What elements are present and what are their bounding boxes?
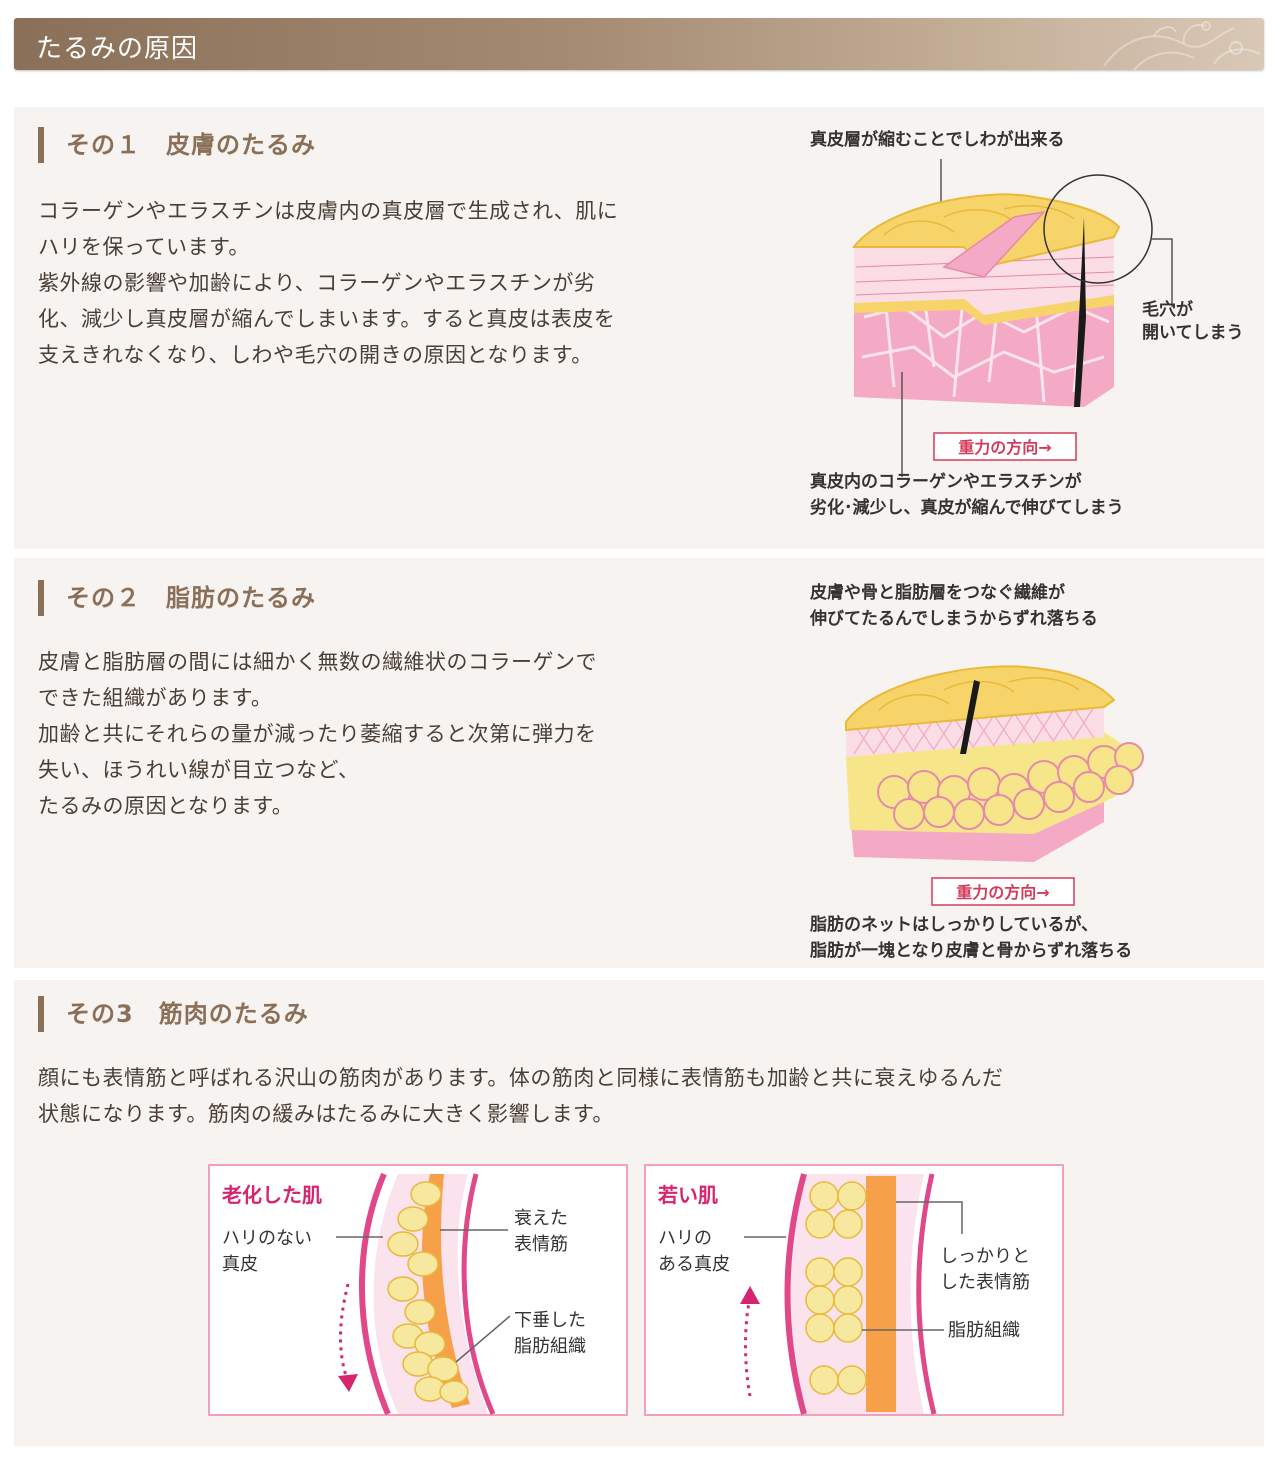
label-muscle: しっかりと: [940, 1246, 1030, 1267]
skin-surface: [851, 193, 1121, 269]
young-skin-card: 若い肌 ハリの ある真皮 しっかりと した表情筋 脂肪組織: [644, 1164, 1064, 1416]
section-body: コラーゲンやエラスチンは皮膚内の真皮層で生成され、肌に ハリを保っています。 紫…: [38, 199, 619, 367]
floral-ornament-icon: [1103, 21, 1261, 70]
label-fiber: 皮膚や骨と脂肪層をつなぐ繊維が: [810, 582, 1065, 603]
hair-icon: [1074, 217, 1086, 407]
section-body: 皮膚と脂肪層の間には細かく無数の繊維状のコラーゲンで できた組織があります。 加…: [38, 650, 597, 818]
fat-diagram: 皮膚や骨と脂肪層をつなぐ繊維が 伸びてたるんでしまうからずれ落ちる: [809, 582, 1144, 961]
section-heading: その１ 皮膚のたるみ: [38, 127, 316, 163]
page-title: たるみの原因: [36, 34, 199, 64]
muscle-band: [866, 1176, 896, 1412]
section-skin-sagging: その１ 皮膚のたるみ コラーゲンやエラスチンは皮膚内の真皮層で生成され、肌に ハ…: [14, 107, 1264, 549]
section-muscle-sagging: その3 筋肉のたるみ 顔にも表情筋と呼ばれる沢山の筋肉があります。体の筋肉と同様…: [14, 980, 1264, 1446]
svg-text:した表情筋: した表情筋: [940, 1272, 1030, 1293]
label-fat-net: 脂肪のネットはしっかりしているが、: [810, 914, 1098, 935]
svg-text:開いてしまう: 開いてしまう: [1142, 323, 1244, 343]
label-fat: 脂肪組織: [948, 1320, 1020, 1341]
up-arrow-icon: [744, 1297, 752, 1397]
aged-skin-card: 老化した肌 ハリのない 真皮 衰えた 表情筋 下垂した 脂肪組織: [208, 1164, 628, 1416]
svg-text:脂肪組織: 脂肪組織: [514, 1336, 586, 1357]
skin-surface: [845, 665, 1116, 732]
svg-text:ある真皮: ある真皮: [658, 1254, 730, 1275]
skin-diagram: 真皮層が縮むことでしわが出来る 毛穴が: [810, 129, 1244, 518]
down-arrow-icon: [339, 1283, 350, 1383]
label-muscle: 衰えた: [514, 1208, 568, 1229]
svg-text:劣化･減少し、真皮が縮んで伸びてしまう: 劣化･減少し、真皮が縮んで伸びてしまう: [810, 497, 1124, 518]
collagen-net: [846, 702, 1104, 757]
young-title: 若い肌: [657, 1183, 718, 1207]
label-pore: 毛穴が: [1142, 299, 1193, 320]
section-body: 顔にも表情筋と呼ばれる沢山の筋肉があります。体の筋肉と同様に表情筋も加齢と共に衰…: [38, 1066, 1004, 1126]
aged-title: 老化した肌: [222, 1183, 322, 1207]
label-dermis: 真皮内のコラーゲンやエラスチンが: [810, 471, 1082, 492]
section-heading: その２ 脂肪のたるみ: [38, 580, 316, 616]
svg-text:伸びてたるんでしまうからずれ落ちる: 伸びてたるんでしまうからずれ落ちる: [809, 608, 1098, 629]
pore-circle: [1043, 174, 1153, 284]
label-dermis: ハリのない: [222, 1228, 312, 1249]
label-wrinkle: 真皮層が縮むことでしわが出来る: [810, 129, 1065, 150]
gravity-badge: [931, 877, 1075, 906]
gravity-badge: [933, 432, 1077, 461]
svg-text:表情筋: 表情筋: [514, 1234, 568, 1255]
svg-text:真皮: 真皮: [222, 1254, 258, 1275]
svg-text:重力の方向→: 重力の方向→: [956, 883, 1049, 902]
label-fat: 下垂した: [514, 1310, 586, 1331]
title-banner: たるみの原因: [14, 18, 1264, 70]
svg-text:重力の方向→: 重力の方向→: [958, 438, 1051, 457]
section-heading: その3 筋肉のたるみ: [38, 996, 309, 1032]
section-fat-sagging: その２ 脂肪のたるみ 皮膚と脂肪層の間には細かく無数の繊維状のコラーゲンで でき…: [14, 558, 1264, 968]
hair-icon: [960, 680, 980, 754]
label-dermis: ハリの: [658, 1228, 712, 1249]
svg-text:脂肪が一塊となり皮膚と骨からずれ落ちる: 脂肪が一塊となり皮膚と骨からずれ落ちる: [810, 940, 1132, 961]
